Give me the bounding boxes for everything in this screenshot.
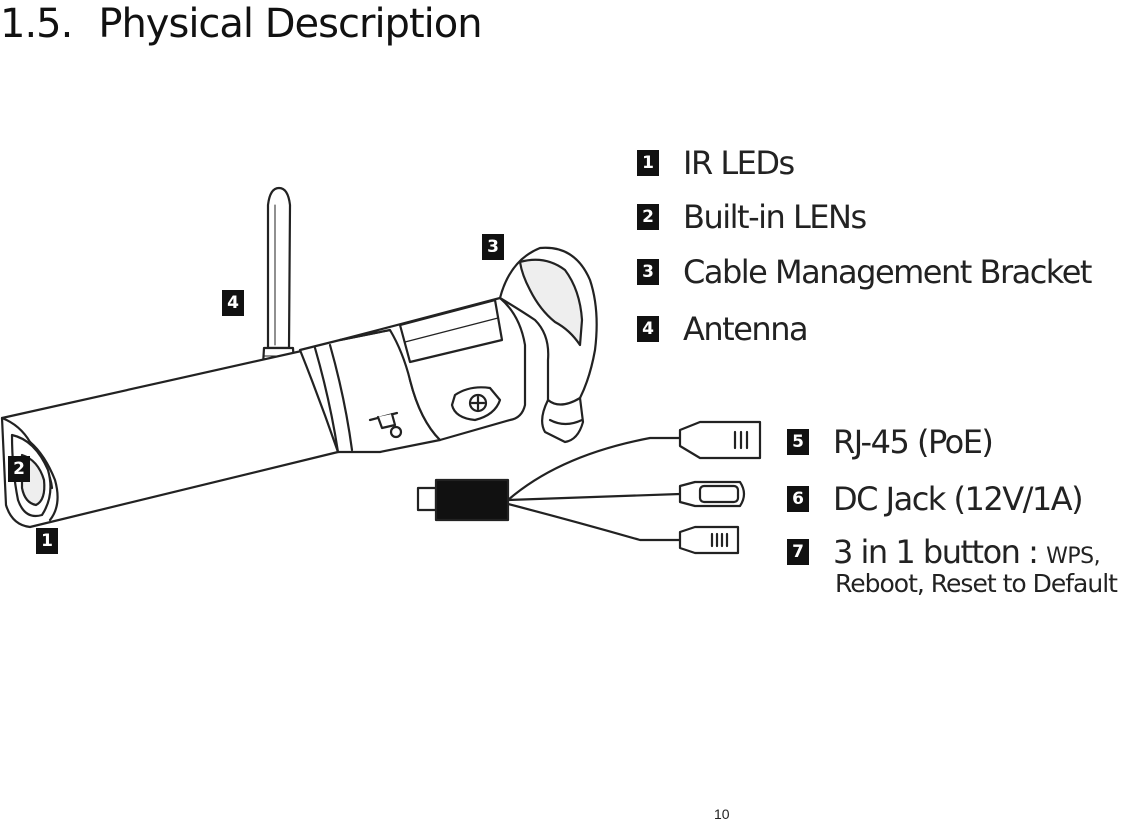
legend-label-3in1-small: WPS,	[1046, 544, 1101, 569]
legend-item-antenna: 4 Antenna	[637, 310, 809, 348]
legend-item-built-in-lens: 2 Built-in LENs	[637, 198, 867, 236]
legend-label-3in1-main: 3 in 1 button :	[833, 533, 1039, 571]
section-heading: 1.5. Physical Description	[0, 0, 483, 48]
legend-number-3: 3	[637, 259, 659, 285]
callout-badge-3: 3	[482, 234, 504, 260]
legend-label-cable-bracket: Cable Management Bracket	[683, 253, 1092, 291]
callout-badge-1: 1	[36, 528, 58, 554]
legend-item-ir-leds: 1 IR LEDs	[637, 144, 795, 182]
legend-item-rj45: 5 RJ-45 (PoE)	[787, 423, 994, 461]
legend-label-3in1-continuation: Reboot, Reset to Default	[835, 569, 1118, 598]
cables-icon	[416, 420, 762, 555]
legend-label-antenna: Antenna	[683, 310, 809, 348]
legend-label-rj45: RJ-45 (PoE)	[833, 423, 994, 461]
bracket-icon	[338, 246, 598, 444]
legend-number-6: 6	[787, 486, 809, 512]
legend-item-dc-jack: 6 DC Jack (12V/1A)	[787, 480, 1084, 518]
page-number: 10	[714, 806, 730, 822]
legend-item-cable-bracket: 3 Cable Management Bracket	[637, 253, 1092, 291]
callout-badge-2: 2	[8, 456, 30, 482]
legend-number-5: 5	[787, 429, 809, 455]
legend-number-2: 2	[637, 204, 659, 230]
legend-label-built-in-lens: Built-in LENs	[683, 198, 867, 236]
callout-badge-4: 4	[222, 290, 244, 316]
legend-item-3in1-button: 7 3 in 1 button : WPS,	[787, 533, 1101, 571]
legend-number-7: 7	[787, 539, 809, 565]
legend-label-ir-leds: IR LEDs	[683, 144, 795, 182]
camera-body-icon	[0, 328, 442, 529]
legend-label-dc-jack: DC Jack (12V/1A)	[833, 480, 1084, 518]
legend-label-3in1-button: 3 in 1 button : WPS,	[833, 533, 1101, 571]
legend-number-1: 1	[637, 150, 659, 176]
section-number: 1.5.	[0, 1, 73, 47]
legend-number-4: 4	[637, 316, 659, 342]
antenna-icon	[261, 186, 296, 367]
section-title: Physical Description	[98, 1, 482, 47]
